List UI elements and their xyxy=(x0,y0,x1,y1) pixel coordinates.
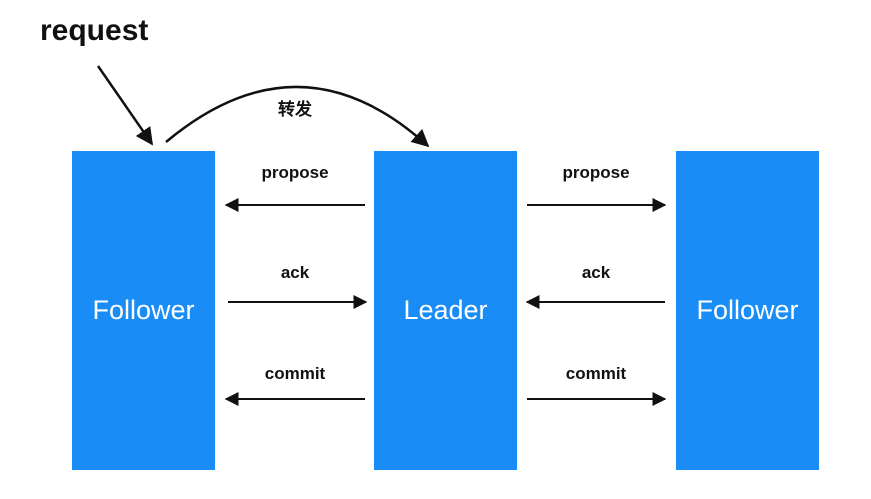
right-propose-label: propose xyxy=(562,163,630,182)
request-label: request xyxy=(40,14,149,47)
request-arrow xyxy=(96,65,154,146)
right-ack-label: ack xyxy=(581,263,611,282)
leader-node-label: Leader xyxy=(403,295,488,325)
leader-node: Leader xyxy=(374,151,517,470)
follower-node-right: Follower xyxy=(676,151,819,470)
left-propose-label: propose xyxy=(261,163,329,182)
left-ack-label: ack xyxy=(280,263,310,282)
follower-node-left-label: Follower xyxy=(92,295,195,325)
follower-node-right-label: Follower xyxy=(696,295,799,325)
left-commit-label: commit xyxy=(264,364,326,383)
forward-label: 转发 xyxy=(278,100,312,120)
right-commit-label: commit xyxy=(565,364,627,383)
forward-arrow xyxy=(165,85,430,148)
follower-node-left: Follower xyxy=(72,151,215,470)
